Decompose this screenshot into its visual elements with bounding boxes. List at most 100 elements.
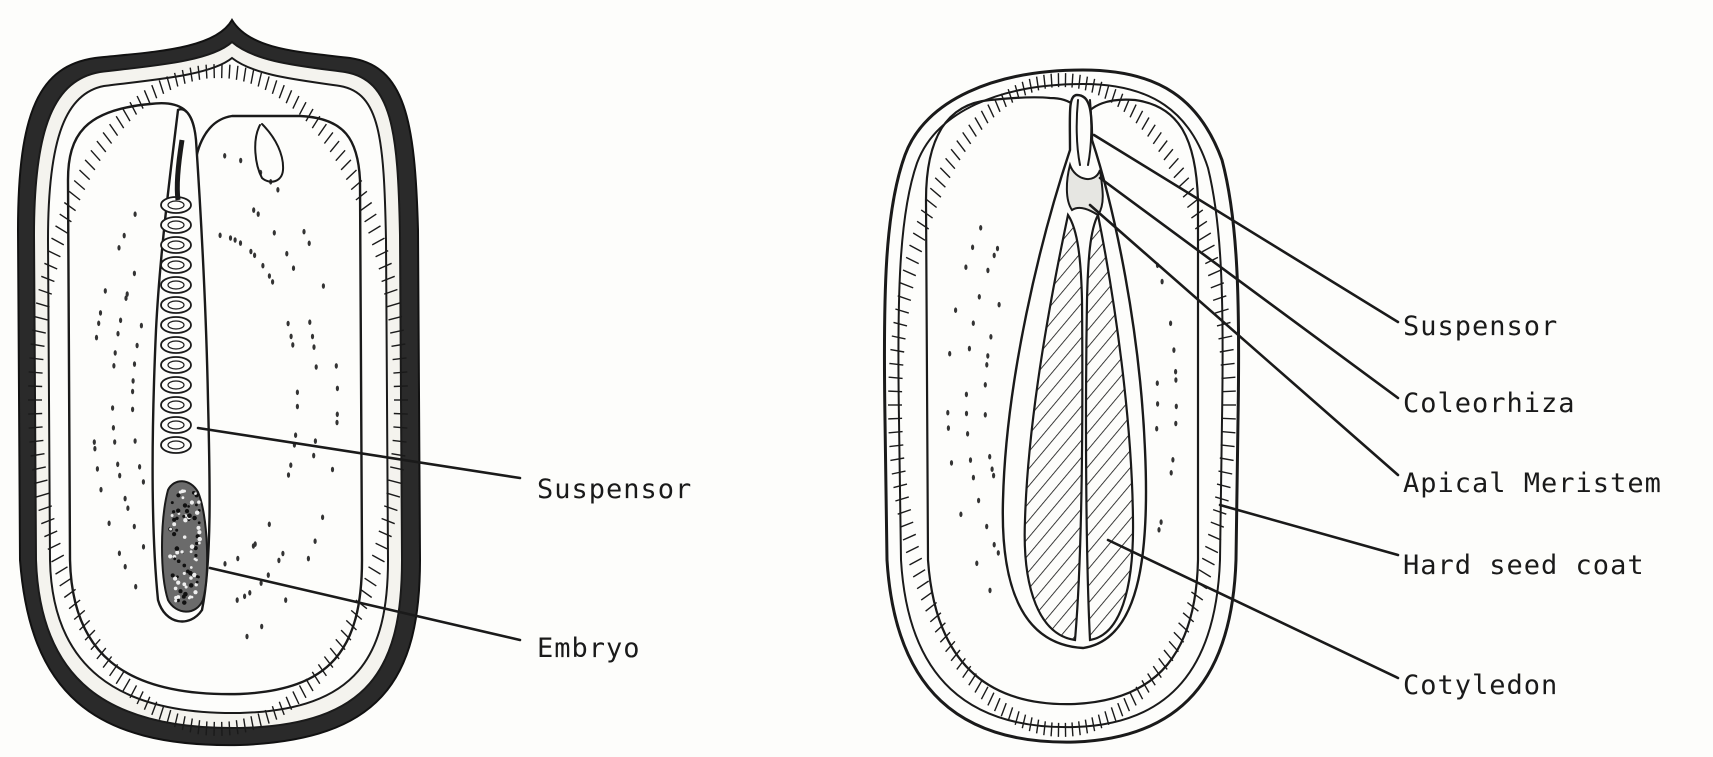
stipple-dot bbox=[131, 389, 134, 395]
embryo-cell bbox=[187, 513, 192, 518]
stipple-dot bbox=[1169, 321, 1172, 327]
stipple-dot bbox=[336, 412, 339, 418]
embryo-cell bbox=[182, 515, 185, 518]
stipple-dot bbox=[239, 158, 242, 164]
stipple-dot bbox=[296, 404, 299, 410]
cell-wall-tick bbox=[206, 65, 207, 79]
stipple-dot bbox=[971, 245, 974, 251]
embryo-cell bbox=[191, 596, 194, 599]
embryo-cell bbox=[171, 514, 174, 517]
stipple-dot bbox=[236, 597, 239, 603]
label-left-suspensor: Suspensor bbox=[537, 474, 692, 505]
stipple-dot bbox=[1157, 527, 1160, 533]
stipple-dot bbox=[114, 350, 117, 356]
stipple-dot bbox=[126, 505, 129, 511]
stipple-dot bbox=[947, 425, 950, 431]
stipple-dot bbox=[268, 273, 271, 279]
stipple-dot bbox=[284, 597, 287, 603]
stipple-dot bbox=[124, 496, 127, 502]
stipple-dot bbox=[964, 264, 967, 270]
suspensor-coil bbox=[161, 297, 191, 313]
embryo-cell bbox=[186, 570, 190, 574]
suspensor-coil bbox=[161, 377, 191, 393]
stipple-dot bbox=[268, 522, 271, 528]
stipple-dot bbox=[988, 588, 991, 594]
embryo-cell bbox=[183, 535, 187, 539]
stipple-dot bbox=[277, 558, 280, 564]
stipple-dot bbox=[281, 551, 284, 557]
stipple-dot bbox=[308, 241, 311, 247]
stipple-dot bbox=[111, 405, 114, 411]
stipple-dot bbox=[307, 556, 310, 562]
stipple-dot bbox=[95, 335, 98, 341]
embryo-cell bbox=[195, 542, 198, 545]
stipple-dot bbox=[991, 466, 994, 472]
stipple-dot bbox=[99, 310, 102, 316]
embryo-cell bbox=[177, 559, 181, 563]
stipple-dot bbox=[1170, 470, 1173, 476]
cell-wall-tick bbox=[1222, 391, 1236, 392]
embryo-cell bbox=[190, 544, 195, 549]
suspensor-coil bbox=[161, 357, 191, 373]
embryo-cell bbox=[172, 532, 176, 536]
stipple-dot bbox=[142, 479, 145, 485]
left-seed-cell-layer-inner bbox=[48, 58, 388, 713]
stipple-dot bbox=[276, 187, 279, 193]
stipple-dot bbox=[985, 362, 988, 368]
embryo-cell bbox=[195, 503, 198, 506]
stipple-dot bbox=[290, 334, 293, 340]
stipple-dot bbox=[314, 538, 317, 544]
stipple-dot bbox=[969, 457, 972, 463]
stipple-dot bbox=[234, 237, 237, 243]
stipple-dot bbox=[273, 230, 276, 236]
stipple-dot bbox=[302, 229, 305, 235]
embryo-cell bbox=[185, 509, 189, 513]
suspensor-coil bbox=[161, 337, 191, 353]
stipple-dot bbox=[253, 253, 256, 259]
embryo-cell bbox=[194, 554, 197, 557]
embryo-cell bbox=[187, 505, 190, 508]
cell-wall-tick bbox=[229, 721, 230, 735]
embryo-cell bbox=[176, 493, 180, 497]
stipple-dot bbox=[1156, 401, 1159, 407]
label-right-apical-meristem: Apical Meristem bbox=[1403, 468, 1662, 499]
stipple-dot bbox=[261, 263, 264, 269]
stipple-dot bbox=[336, 386, 339, 392]
suspensor-coil bbox=[161, 277, 191, 293]
stipple-dot bbox=[975, 561, 978, 567]
stipple-dot bbox=[229, 235, 232, 241]
stipple-dot bbox=[1172, 347, 1175, 353]
stipple-dot bbox=[972, 475, 975, 481]
embryo-cell bbox=[183, 572, 186, 575]
cell-wall-tick bbox=[229, 65, 230, 79]
suspensor-coil bbox=[161, 437, 191, 453]
label-right-hard-seed-coat: Hard seed coat bbox=[1403, 550, 1645, 581]
left-seed bbox=[18, 20, 420, 745]
stipple-dot bbox=[108, 521, 111, 527]
embryo-cell bbox=[193, 590, 197, 594]
stipple-dot bbox=[1174, 377, 1177, 383]
stipple-dot bbox=[116, 331, 119, 337]
stipple-dot bbox=[946, 410, 949, 416]
stipple-dot bbox=[331, 467, 334, 473]
stipple-dot bbox=[96, 466, 99, 472]
stipple-dot bbox=[322, 283, 325, 289]
stipple-dot bbox=[312, 453, 315, 459]
stipple-dot bbox=[243, 594, 246, 600]
stipple-dot bbox=[997, 550, 1000, 556]
embryo-cell bbox=[195, 583, 198, 586]
suspensor-coil bbox=[161, 417, 191, 433]
suspensor-coil bbox=[161, 257, 191, 273]
stipple-dot bbox=[248, 590, 251, 596]
suspensor-coil bbox=[161, 217, 191, 233]
stipple-dot bbox=[968, 346, 971, 352]
label-right-suspensor: Suspensor bbox=[1403, 311, 1558, 342]
stipple-dot bbox=[287, 472, 290, 478]
embryo-cell bbox=[172, 522, 176, 526]
stipple-dot bbox=[1161, 279, 1164, 285]
stipple-dot bbox=[271, 279, 274, 285]
stipple-dot bbox=[950, 460, 953, 466]
cell-wall-tick bbox=[1072, 74, 1073, 88]
stipple-dot bbox=[285, 251, 288, 257]
stipple-dot bbox=[223, 561, 226, 567]
